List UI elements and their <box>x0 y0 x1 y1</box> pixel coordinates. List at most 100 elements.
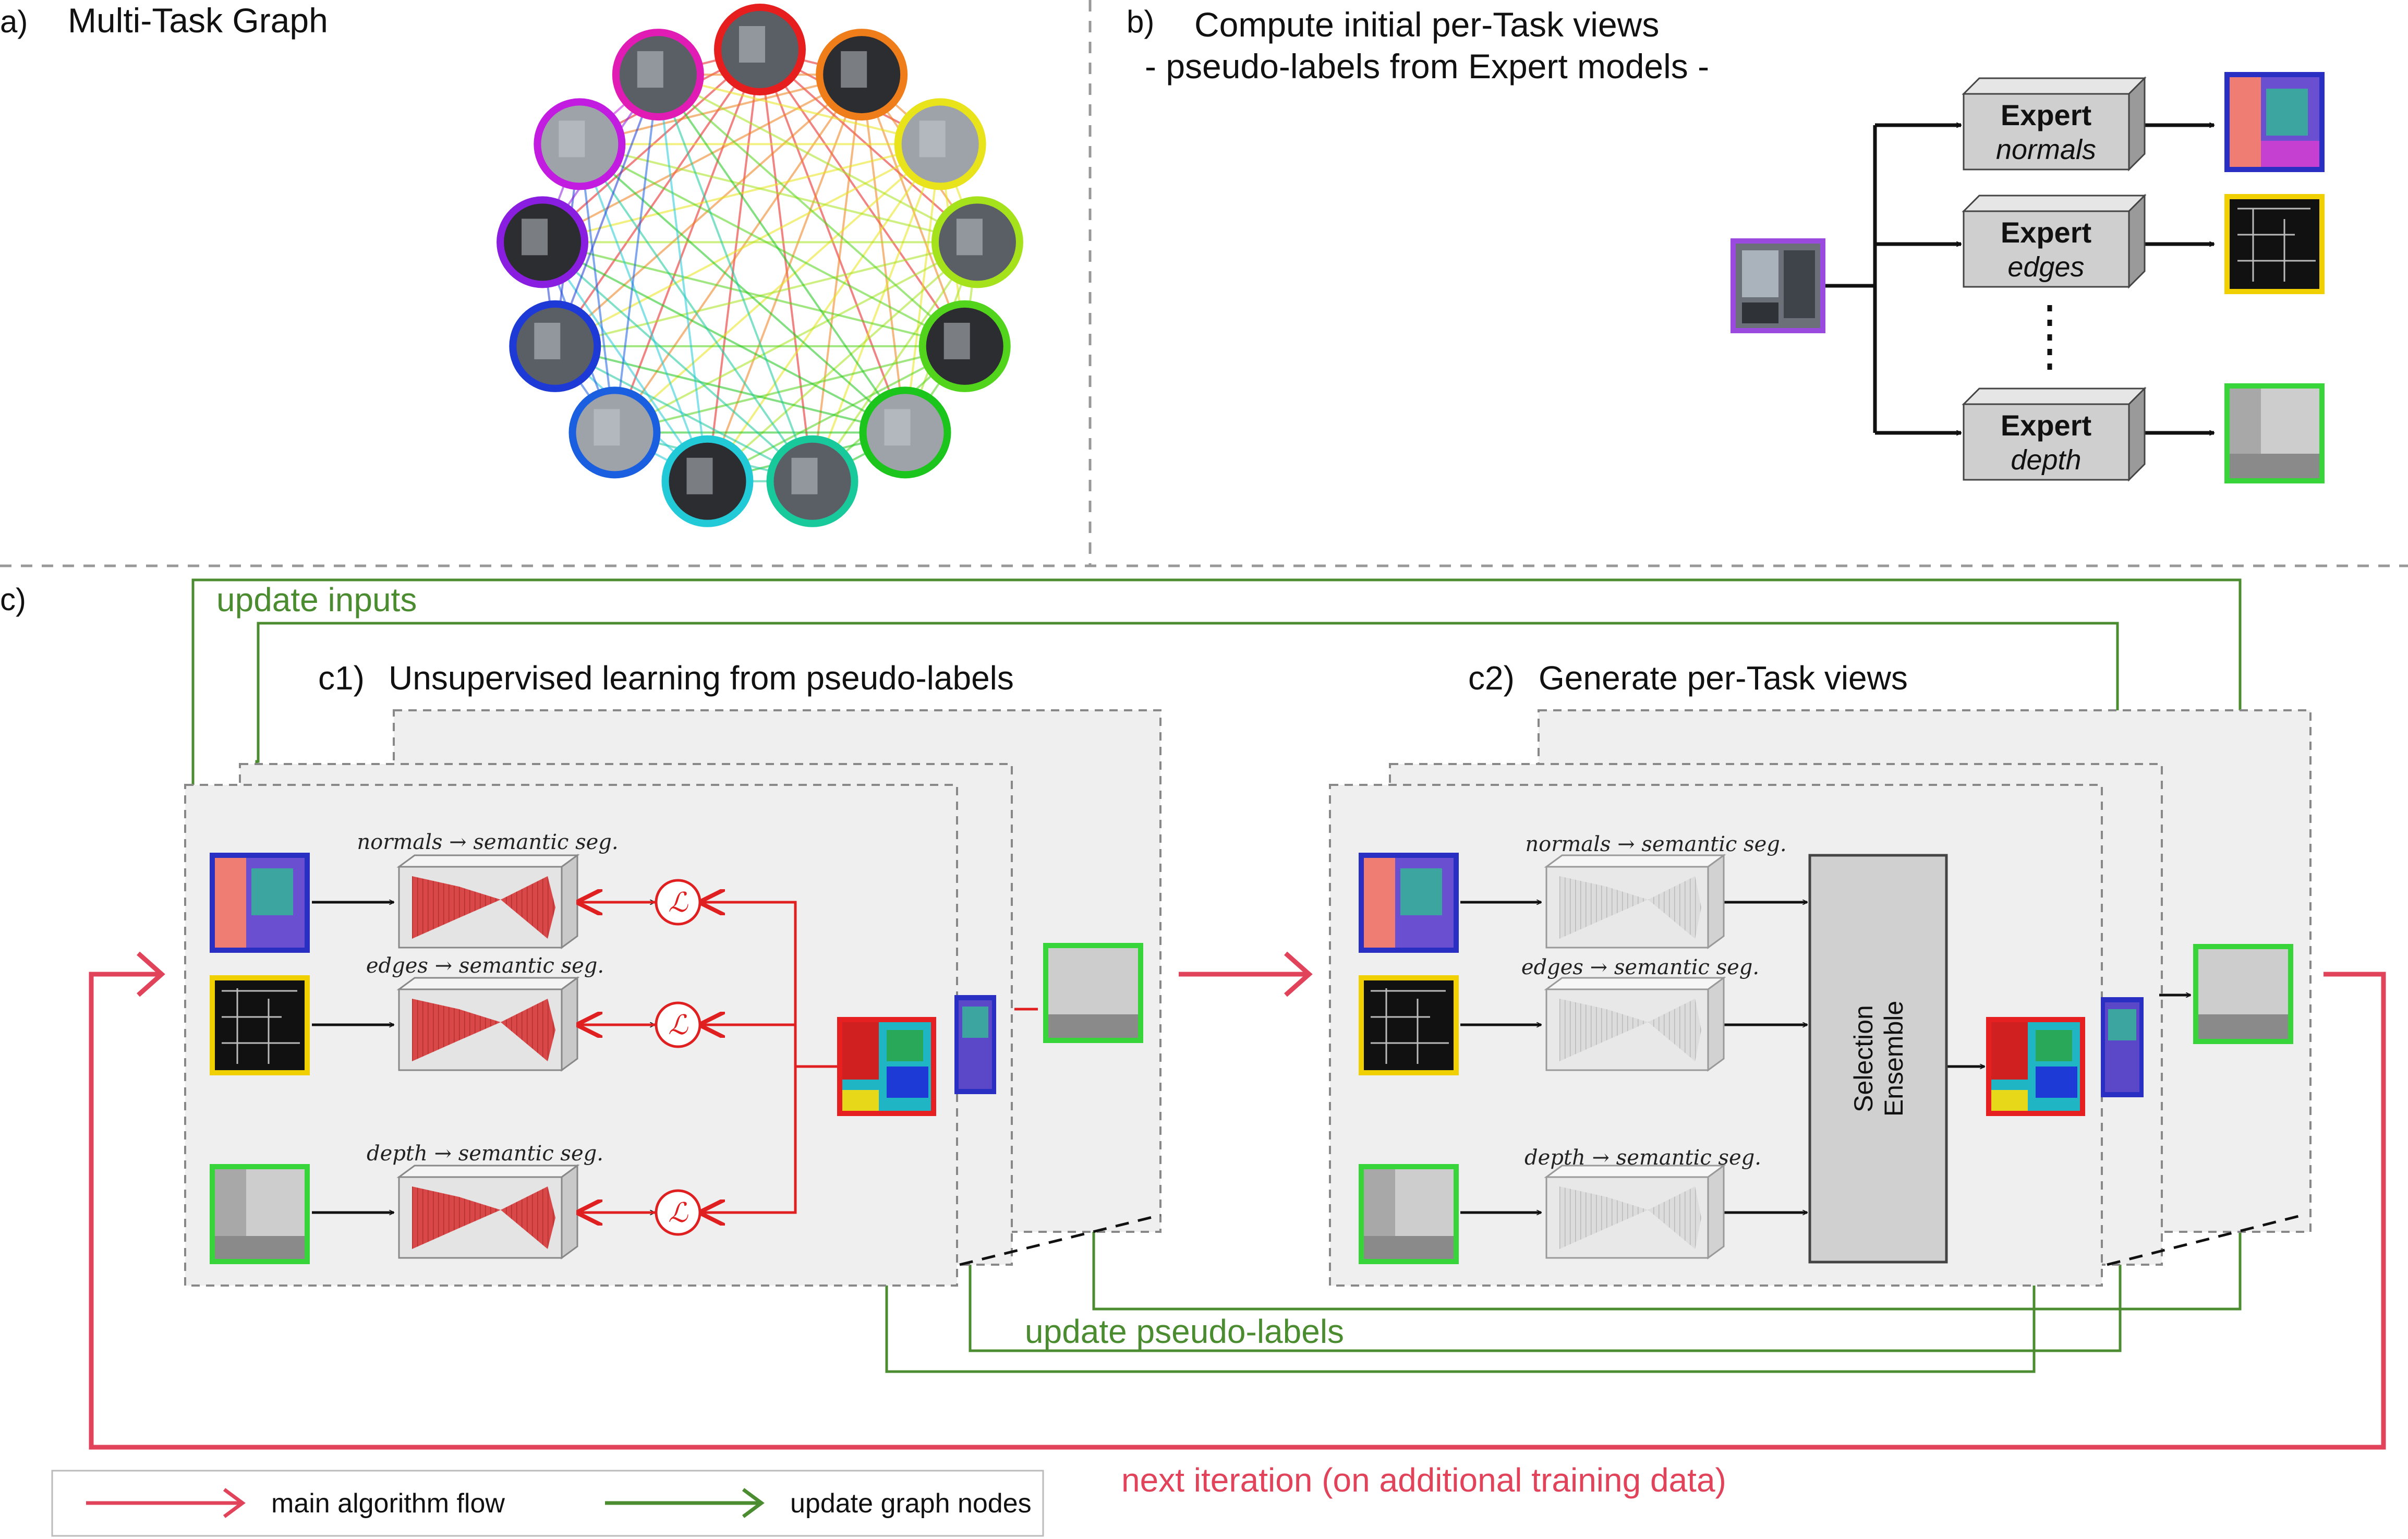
svg-text:Ensemble: Ensemble <box>1879 1001 1908 1117</box>
c1-title: Unsupervised learning from pseudo-labels <box>389 659 1014 697</box>
panel-c-label: c) <box>0 582 26 617</box>
update-inputs-label: update inputs <box>216 581 417 619</box>
c2-output-depth-back <box>2193 944 2293 1044</box>
expert-input-image <box>1731 238 1825 333</box>
legend-main-flow: main algorithm flow <box>271 1488 505 1519</box>
update-pseudo-labels-label: update pseudo-labels <box>1025 1313 1344 1350</box>
c1-network-normals <box>396 854 580 949</box>
graph-edge <box>541 241 813 482</box>
graph-edge <box>554 241 978 347</box>
graph-edge <box>904 144 941 433</box>
next-iteration-label: next iteration (on additional training d… <box>1121 1461 1726 1499</box>
graph-node <box>568 386 661 479</box>
graph-edge <box>554 345 813 482</box>
c2-black-arrows <box>1460 902 2191 1213</box>
graph-edge <box>759 49 978 243</box>
svg-text:ℒ: ℒ <box>668 887 688 918</box>
graph-edge <box>554 345 905 434</box>
graph-node <box>661 435 754 527</box>
graph-edge <box>658 74 941 146</box>
graph-node <box>931 196 1023 288</box>
output-normals-image <box>2224 72 2325 172</box>
graph-edge <box>614 241 978 434</box>
graph-edge <box>759 49 906 433</box>
output-depth-image <box>2224 383 2325 483</box>
graph-edge <box>861 74 966 347</box>
graph-edge <box>657 74 709 482</box>
loss-circle-1: ℒ <box>655 879 701 926</box>
graph-edge <box>542 241 906 434</box>
graph-edge <box>861 74 906 433</box>
svg-text:normals: normals <box>1996 134 2096 165</box>
svg-text:ℒ: ℒ <box>668 1197 688 1229</box>
graph-edge <box>578 143 709 482</box>
c2-network-edges <box>1544 976 1726 1072</box>
graph-edge <box>578 144 616 433</box>
c2-input-edges <box>1359 975 1459 1075</box>
graph-edge <box>542 143 941 244</box>
svg-text:depth: depth <box>2011 444 2081 476</box>
graph-edge <box>706 143 941 482</box>
svg-text:Expert: Expert <box>2001 99 2091 131</box>
c1-network-edges <box>396 976 580 1072</box>
c2-output-normals-back <box>2101 997 2144 1097</box>
graph-edge <box>579 143 978 244</box>
c1-input-edges <box>210 975 310 1075</box>
c1-input-depth <box>210 1164 310 1264</box>
graph-edge <box>657 74 966 347</box>
c2-label: c2) <box>1468 659 1515 697</box>
graph-edge <box>657 74 978 244</box>
c2-title: Generate per-Task views <box>1539 659 1908 697</box>
graph-edge <box>554 143 941 347</box>
multi-task-graph <box>497 4 1023 527</box>
panel-b-title: Compute initial per-Task views <box>1194 5 1659 44</box>
graph-node <box>534 98 626 190</box>
graph-edge <box>579 143 906 433</box>
svg-text:ℒ: ℒ <box>668 1010 688 1041</box>
svg-text:Expert: Expert <box>2001 216 2091 249</box>
graph-edge <box>579 74 862 146</box>
graph-edge <box>613 49 761 433</box>
expert-box-depth: Expert depth <box>1962 386 2147 482</box>
graph-node <box>714 4 806 95</box>
graph-edge <box>811 241 978 482</box>
graph-edge <box>554 74 659 347</box>
graph-edge <box>759 49 814 482</box>
graph-node <box>497 196 589 288</box>
c2-output-semseg <box>1986 1017 2085 1116</box>
c2-network-normals <box>1544 854 1726 949</box>
c2-edge-label-depth: depth → semantic seg. <box>1524 1146 1761 1170</box>
panel-b-subtitle: - pseudo-labels from Expert models - <box>1145 47 1709 86</box>
graph-node <box>612 29 704 121</box>
graph-edge <box>811 143 941 482</box>
graph-edge <box>707 241 978 482</box>
c1-edge-label-depth: depth → semantic seg. <box>367 1142 603 1166</box>
graph-edge <box>613 74 659 433</box>
graph-edge <box>542 74 863 244</box>
main-flow-arrow-c1-c2 <box>1179 951 1313 997</box>
c2-edge-label-edges: edges → semantic seg. <box>1521 955 1759 979</box>
svg-text:Selection: Selection <box>1849 1005 1878 1112</box>
graph-edge <box>542 241 965 347</box>
graph-edge <box>657 74 906 433</box>
graph-edge <box>614 345 965 434</box>
graph-edge <box>554 74 863 347</box>
c1-red-loss-lines <box>579 902 1038 1213</box>
c2-network-depth <box>1544 1164 1726 1259</box>
legend-update-nodes: update graph nodes <box>790 1488 1032 1519</box>
c1-network-depth <box>396 1164 580 1259</box>
graph-edge <box>759 49 966 347</box>
graph-edge <box>706 74 863 482</box>
selection-ensemble-box: Selection Ensemble <box>1808 854 1948 1264</box>
c1-edge-label-edges: edges → semantic seg. <box>366 954 604 978</box>
graph-edge <box>613 74 863 433</box>
graph-edge <box>657 74 814 482</box>
graph-edge <box>706 49 761 482</box>
graph-edge <box>541 49 761 243</box>
graph-edge <box>614 143 941 433</box>
expert-branches <box>1825 125 2214 433</box>
graph-edge <box>578 143 814 482</box>
graph-node <box>766 435 858 527</box>
c1-stack <box>184 709 1161 1287</box>
